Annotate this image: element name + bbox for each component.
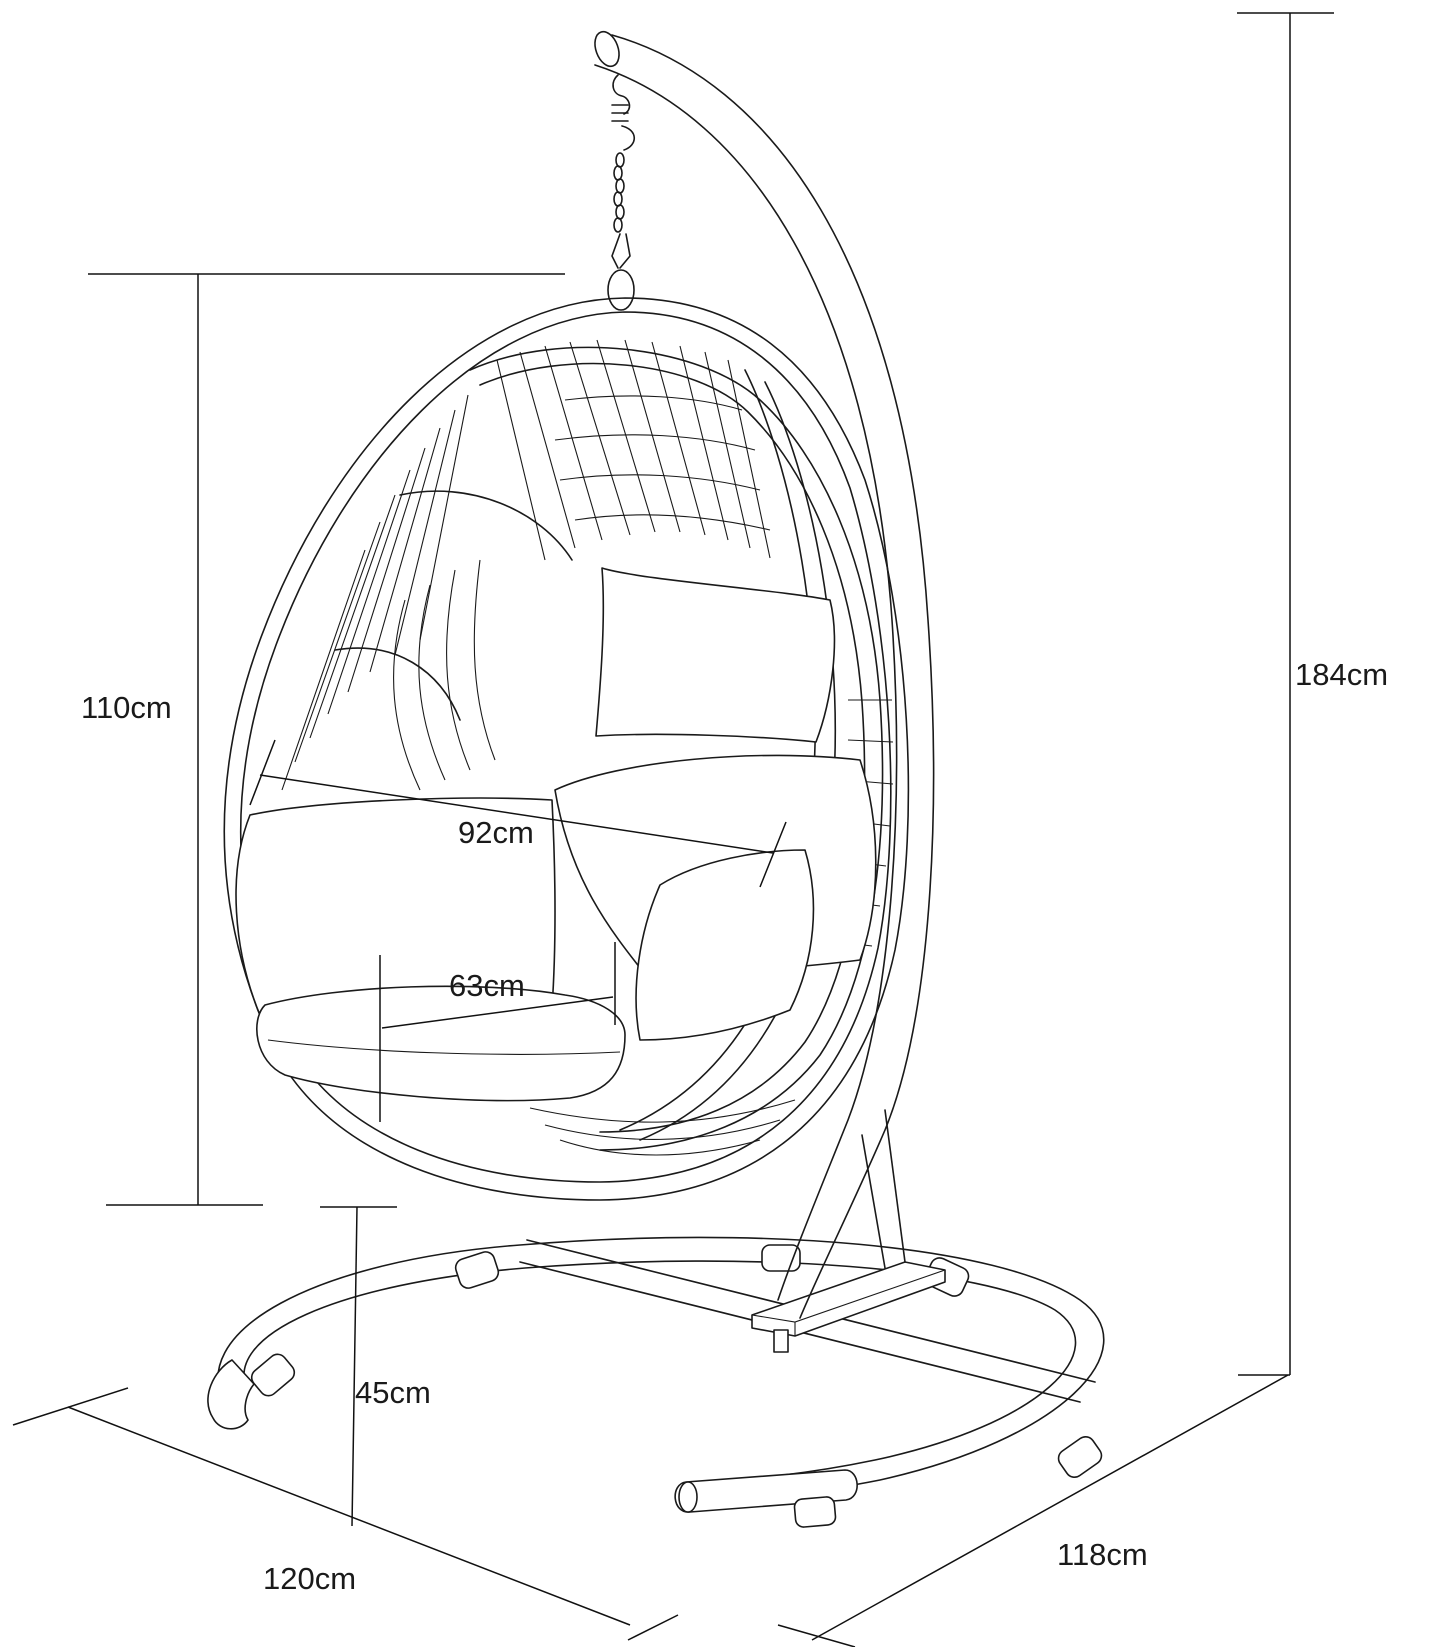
dimension-lines bbox=[12, 12, 1334, 1647]
back-pillow bbox=[595, 567, 836, 743]
egg-basket bbox=[223, 297, 910, 1201]
stand-base bbox=[207, 1236, 1105, 1528]
right-cushion bbox=[635, 849, 815, 1041]
dimension-labels: 184cm 110cm 92cm 63cm 45cm 120cm 118cm bbox=[81, 657, 1388, 1596]
seat-cushion bbox=[256, 985, 626, 1102]
end-cap bbox=[678, 1481, 698, 1513]
seat-width-label: 63cm bbox=[449, 968, 525, 1003]
cushions bbox=[235, 567, 877, 1102]
base-length-label: 120cm bbox=[263, 1561, 356, 1596]
seat-height-label: 45cm bbox=[355, 1375, 431, 1410]
stand-arm bbox=[594, 30, 935, 1319]
arm-cap bbox=[594, 30, 620, 68]
basket-width-label: 92cm bbox=[458, 815, 534, 850]
base-width-label: 118cm bbox=[1057, 1537, 1148, 1572]
basket-height-label: 110cm bbox=[81, 690, 172, 725]
hanging-chain bbox=[607, 74, 636, 311]
total-height-label: 184cm bbox=[1295, 657, 1388, 692]
